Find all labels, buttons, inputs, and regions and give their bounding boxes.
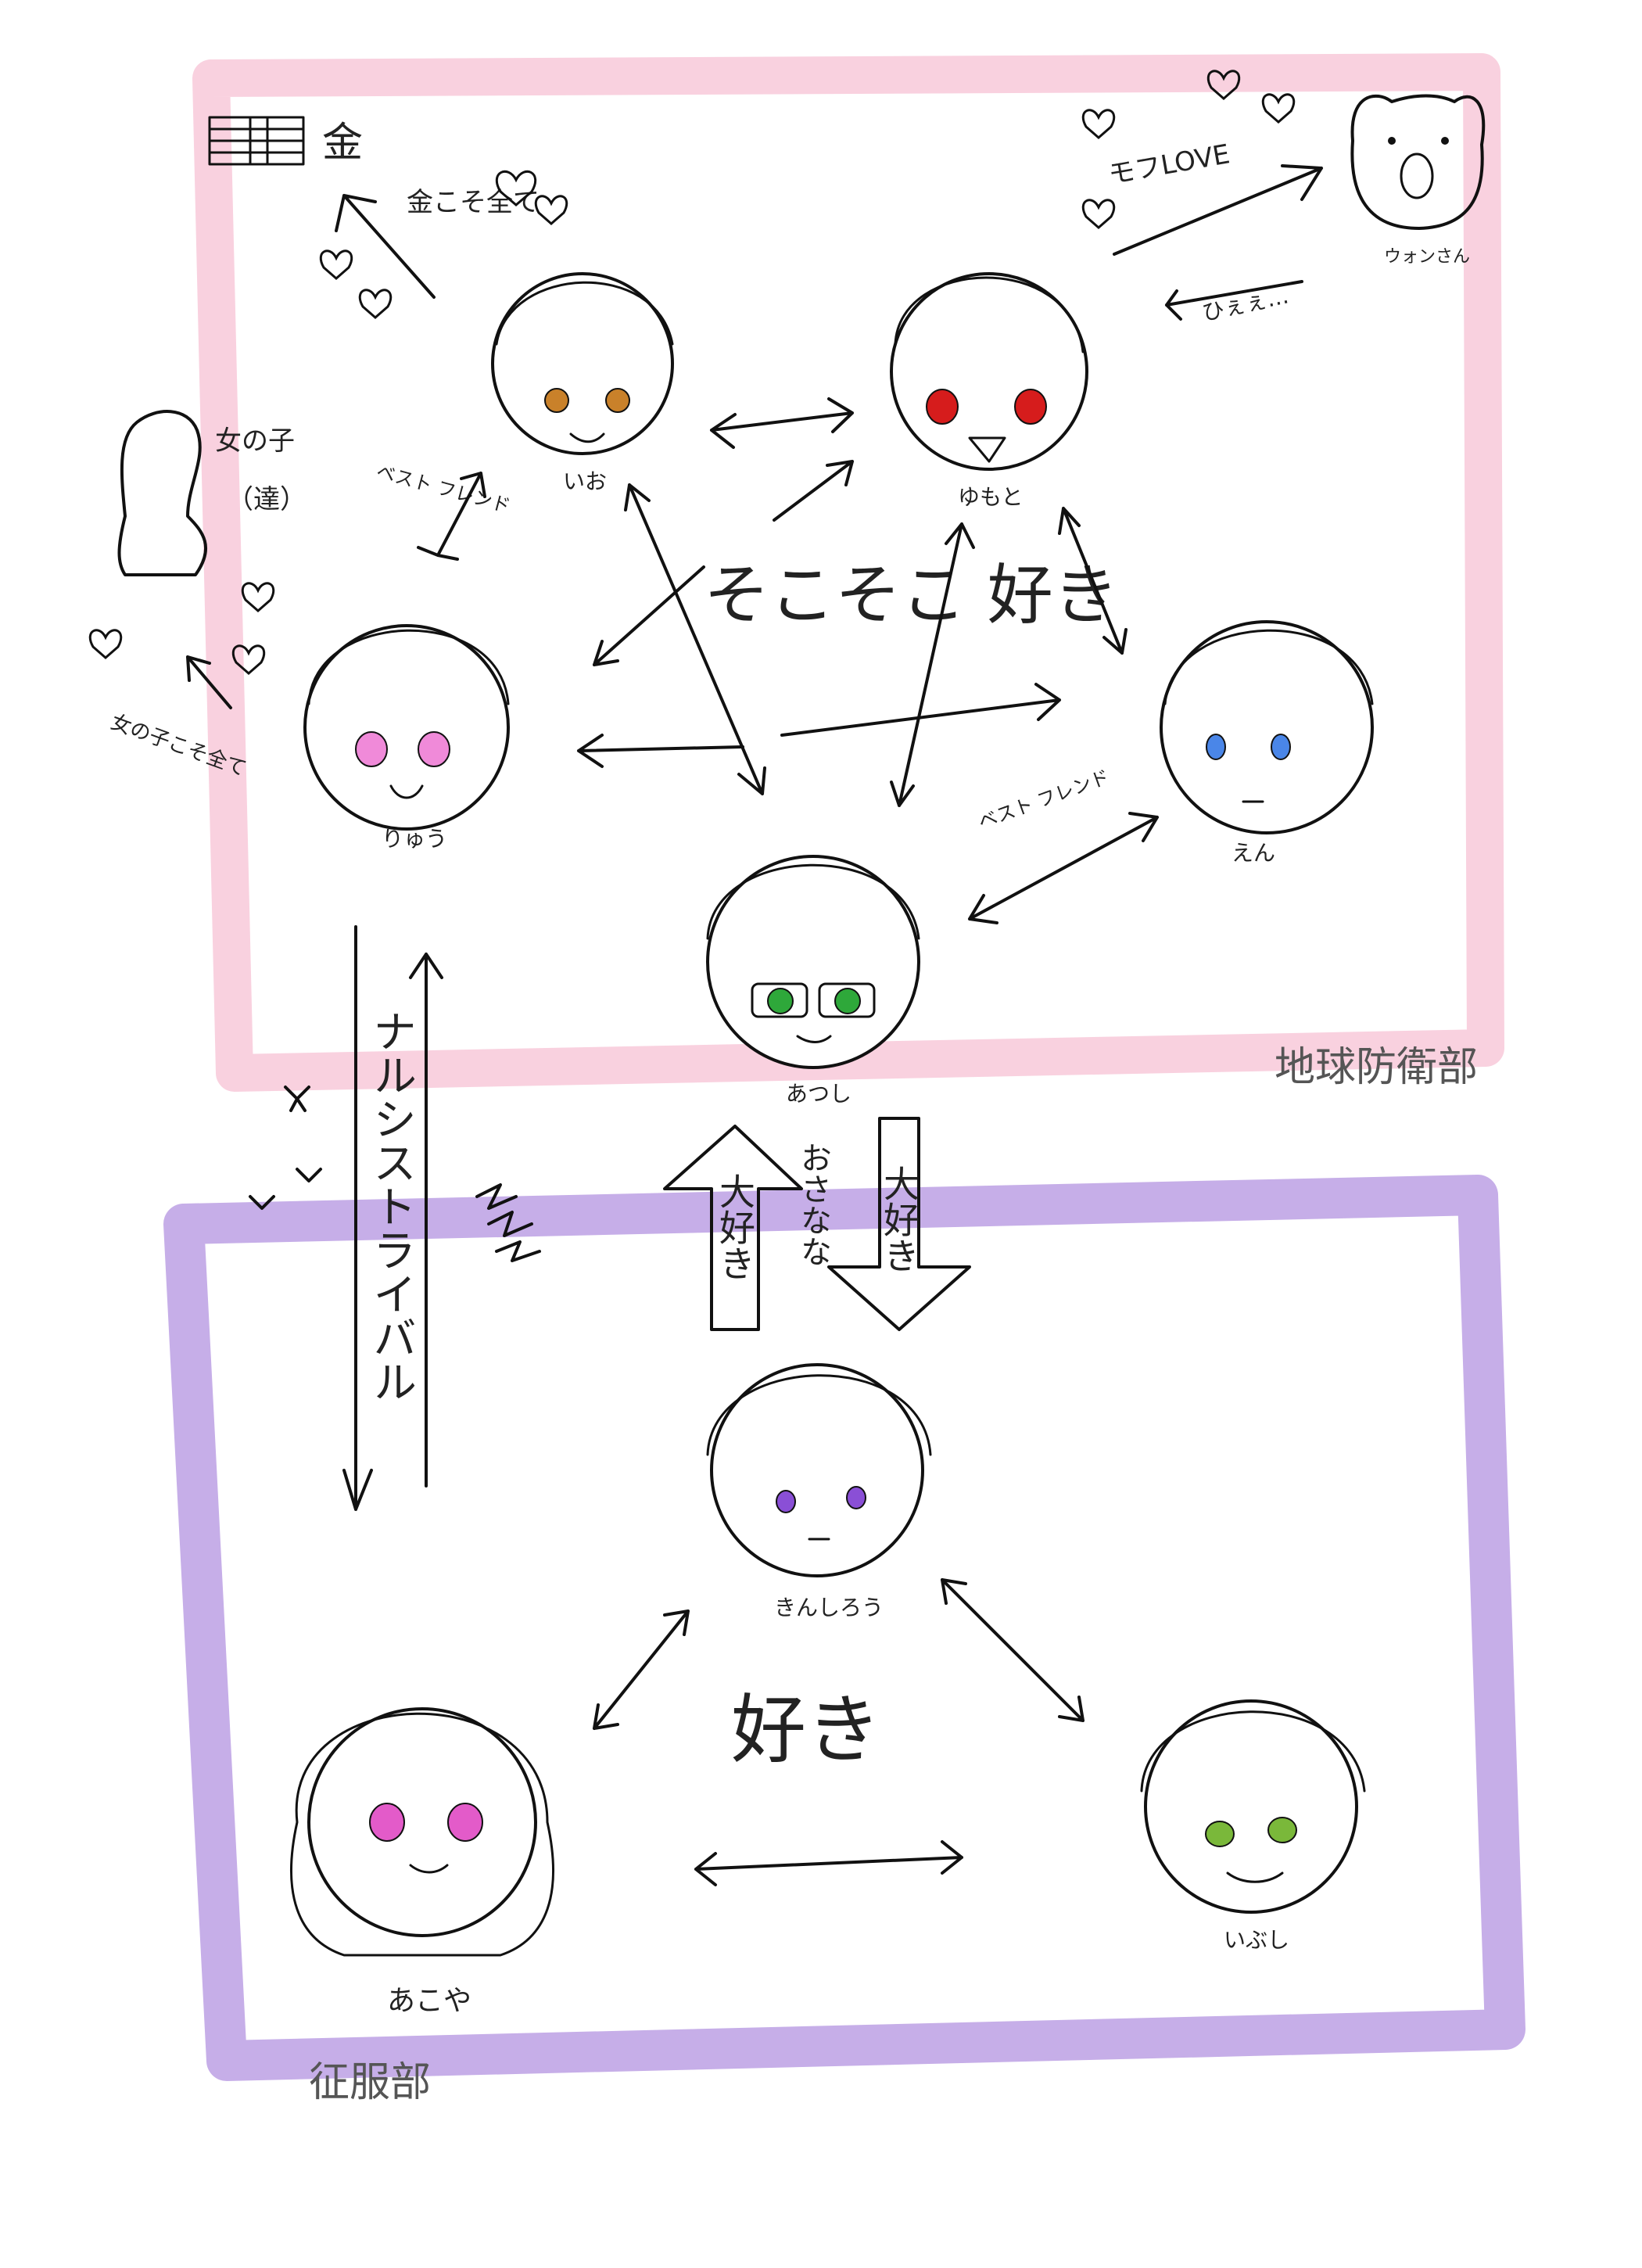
face-ryu xyxy=(303,624,510,831)
akoya-eye-right xyxy=(447,1803,483,1842)
arrow-kinshiro-ibushi xyxy=(941,1578,1085,1722)
arrow-io-ryu-best-friend xyxy=(417,472,486,561)
arrow-kinshiro-akoya xyxy=(593,1609,690,1730)
yumoto-eye-left xyxy=(926,389,959,425)
daisuki-up-label: 大好き xyxy=(714,1173,756,1281)
earth-defense-club-frame xyxy=(192,53,1504,1092)
arrow-io-yumoto xyxy=(710,397,854,449)
earth-club-name: 地球防衛部 xyxy=(1275,1044,1478,1091)
money-stack-icon xyxy=(208,116,305,166)
arrow-io-to-money xyxy=(335,194,436,299)
name-ryu: りゅう xyxy=(382,826,447,852)
arrow-yumoto-atsushi xyxy=(890,522,975,807)
io-eye-right xyxy=(605,388,630,413)
yumoto-eye-right xyxy=(1014,389,1047,425)
arrow-narcissist-rival xyxy=(342,925,443,1511)
girl-label: 女の子 xyxy=(215,425,295,457)
ibushi-eye-right xyxy=(1267,1817,1297,1843)
wombat-icon xyxy=(1350,94,1486,230)
name-atsushi: あつし xyxy=(786,1081,851,1107)
daisuki-down-text: 大好き xyxy=(878,1165,920,1273)
arrow-daisuki-up xyxy=(663,1125,803,1331)
osanana-text: おさなな xyxy=(795,1142,831,1267)
name-ibushi: いぶし xyxy=(1224,1927,1289,1953)
girl-silhouette-icon xyxy=(117,410,208,576)
best-friend-label-2: ベスト フレンド xyxy=(975,766,1112,834)
kinshiro-eye-left xyxy=(776,1490,796,1513)
best-friend-label-1: ベスト フレンド xyxy=(374,461,512,518)
name-yumoto: ゆもと xyxy=(958,484,1023,510)
arrow-akoya-ibushi xyxy=(694,1840,963,1886)
narcissist-rival-label: ナルシストライバル xyxy=(366,1009,417,1403)
conquest-club-frame xyxy=(163,1175,1525,2081)
arrow-io-atsushi xyxy=(624,483,766,795)
ibushi-eye-left xyxy=(1205,1821,1235,1847)
narcissist-rival-text: ナルシストライバル xyxy=(366,1009,417,1403)
osanana-label: おさなな xyxy=(795,1142,831,1267)
face-akoya xyxy=(290,1707,554,1957)
name-io: いお xyxy=(563,468,607,494)
ryu-eye-right xyxy=(418,731,450,767)
akoya-eye-left xyxy=(369,1803,405,1842)
arrow-center-to-en xyxy=(780,683,1061,737)
girl-plural-label: （達） xyxy=(227,484,307,515)
kinshiro-eye-right xyxy=(846,1486,866,1509)
face-yumoto xyxy=(890,272,1088,471)
en-eye-left xyxy=(1206,734,1226,760)
face-atsushi xyxy=(706,855,920,1069)
name-en: えん xyxy=(1232,840,1275,866)
face-io xyxy=(491,272,674,455)
conquest-club-name: 征服部 xyxy=(309,2059,431,2106)
io-eye-left xyxy=(544,388,569,413)
arrow-atsushi-ryu xyxy=(577,734,744,768)
atsushi-eye-left xyxy=(767,988,794,1014)
daisuki-down-label: 大好き xyxy=(878,1165,920,1273)
arrow-center-to-ryu xyxy=(593,565,705,666)
name-wombat: ウォンさん xyxy=(1384,247,1470,267)
hiee-label: ひぇぇ… xyxy=(1200,282,1291,326)
anger-mark-icon xyxy=(249,1086,322,1210)
arrow-yumoto-en xyxy=(1058,507,1128,655)
name-akoya: あこや xyxy=(387,1985,471,2017)
arrow-ryu-to-girl xyxy=(186,655,232,709)
name-kinshiro: きんしろう xyxy=(774,1595,884,1620)
arrow-wombat-to-yumoto xyxy=(1165,280,1303,321)
heart-icon xyxy=(88,70,1296,675)
ryu-eye-left xyxy=(355,731,388,767)
en-eye-right xyxy=(1271,734,1291,760)
arrow-yumoto-to-wombat xyxy=(1113,164,1323,256)
arrow-atsushi-en-best-friend xyxy=(968,812,1159,924)
somewhat-like-text: そこそこ 好き xyxy=(704,557,1119,633)
face-kinshiro xyxy=(706,1363,932,1577)
face-en xyxy=(1160,620,1374,834)
like-label: 好き xyxy=(731,1686,881,1774)
face-ibushi xyxy=(1140,1699,1366,1914)
atsushi-eye-right xyxy=(834,988,861,1014)
zigzag-tension-icon xyxy=(475,1183,541,1262)
money-label: 金 xyxy=(322,120,363,167)
arrow-daisuki-down xyxy=(827,1117,971,1331)
somewhat-like-label: そこそこ 好き xyxy=(704,557,1119,633)
moflove-label: モフLOVE xyxy=(1106,138,1232,191)
daisuki-up-text: 大好き xyxy=(714,1173,756,1281)
arrow-center-to-yumoto xyxy=(773,460,854,522)
